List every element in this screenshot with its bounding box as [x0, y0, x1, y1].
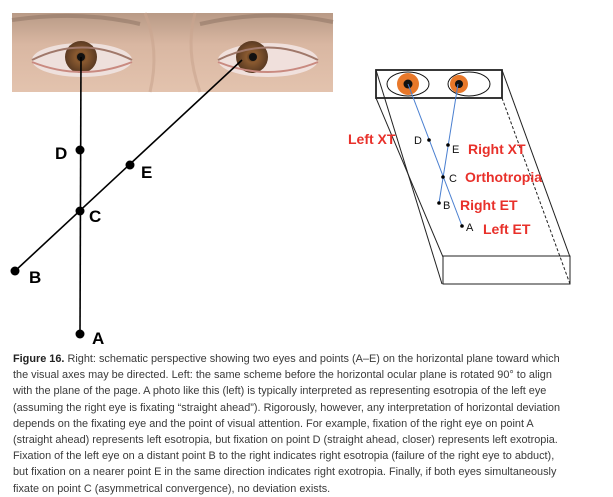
- point-d: [75, 145, 85, 155]
- schematic-label-b: B: [443, 200, 450, 212]
- right-eye-axis: [79, 56, 82, 335]
- label-left-et: Left ET: [483, 221, 531, 237]
- schematic-point-d: [427, 138, 431, 142]
- label-c: C: [89, 207, 101, 226]
- schematic-point-e: [446, 143, 450, 147]
- schematic-point-a: [460, 224, 464, 228]
- schematic-point-c: [441, 175, 445, 179]
- point-a: [75, 329, 85, 339]
- schematic-label-c: C: [449, 173, 457, 185]
- caption-text: Right: schematic perspective showing two…: [64, 353, 560, 365]
- caption-line: with the plane of the page. A photo like…: [13, 385, 547, 398]
- label-left-xt: Left XT: [348, 131, 396, 147]
- caption-line: the visual axes may be directed. Left: t…: [13, 369, 552, 382]
- caption-line: depends on the fixating eye and the poin…: [13, 417, 534, 430]
- schematic-right-eye: [447, 71, 491, 97]
- label-a: A: [92, 329, 104, 348]
- caption-line: (assuming the right eye is fixating “str…: [13, 401, 561, 414]
- label-right-et: Right ET: [460, 197, 518, 213]
- label-e: E: [141, 163, 152, 182]
- schematic-point-b: [437, 201, 441, 205]
- perspective-plane: [375, 69, 571, 285]
- caption-line: Fixation of the left eye on a distant po…: [13, 450, 555, 463]
- figure-caption: Figure 16. Right: schematic perspective …: [13, 351, 607, 497]
- caption-line: Figure 16. Right: schematic perspective …: [13, 351, 607, 367]
- schematic-label-a: A: [466, 222, 474, 234]
- caption-line: but fixation on a nearer point E in the …: [13, 466, 557, 479]
- label-right-xt: Right XT: [468, 141, 526, 157]
- schematic-label-d: D: [414, 135, 422, 147]
- schematic-label-e: E: [452, 144, 459, 156]
- label-d: D: [55, 144, 67, 163]
- point-c: [75, 206, 85, 216]
- point-b: [10, 266, 20, 276]
- photo-right-eye: [31, 41, 133, 77]
- label-orthotropia: Orthotropia: [465, 169, 542, 185]
- point-e: [125, 160, 135, 170]
- caption-line: fixate on point C (asymmetrical converge…: [13, 482, 331, 495]
- figure-number: Figure 16.: [13, 353, 65, 365]
- label-b: B: [29, 268, 41, 287]
- figure-diagrams: D E C B A D E C B A Left XT Right XT Ort…: [10, 12, 571, 348]
- caption-line: (straight ahead) represents left esotrop…: [13, 434, 558, 447]
- photo-left-eye: [217, 41, 319, 77]
- schematic-axis-a: [407, 83, 463, 227]
- eyes-photo: [11, 12, 334, 93]
